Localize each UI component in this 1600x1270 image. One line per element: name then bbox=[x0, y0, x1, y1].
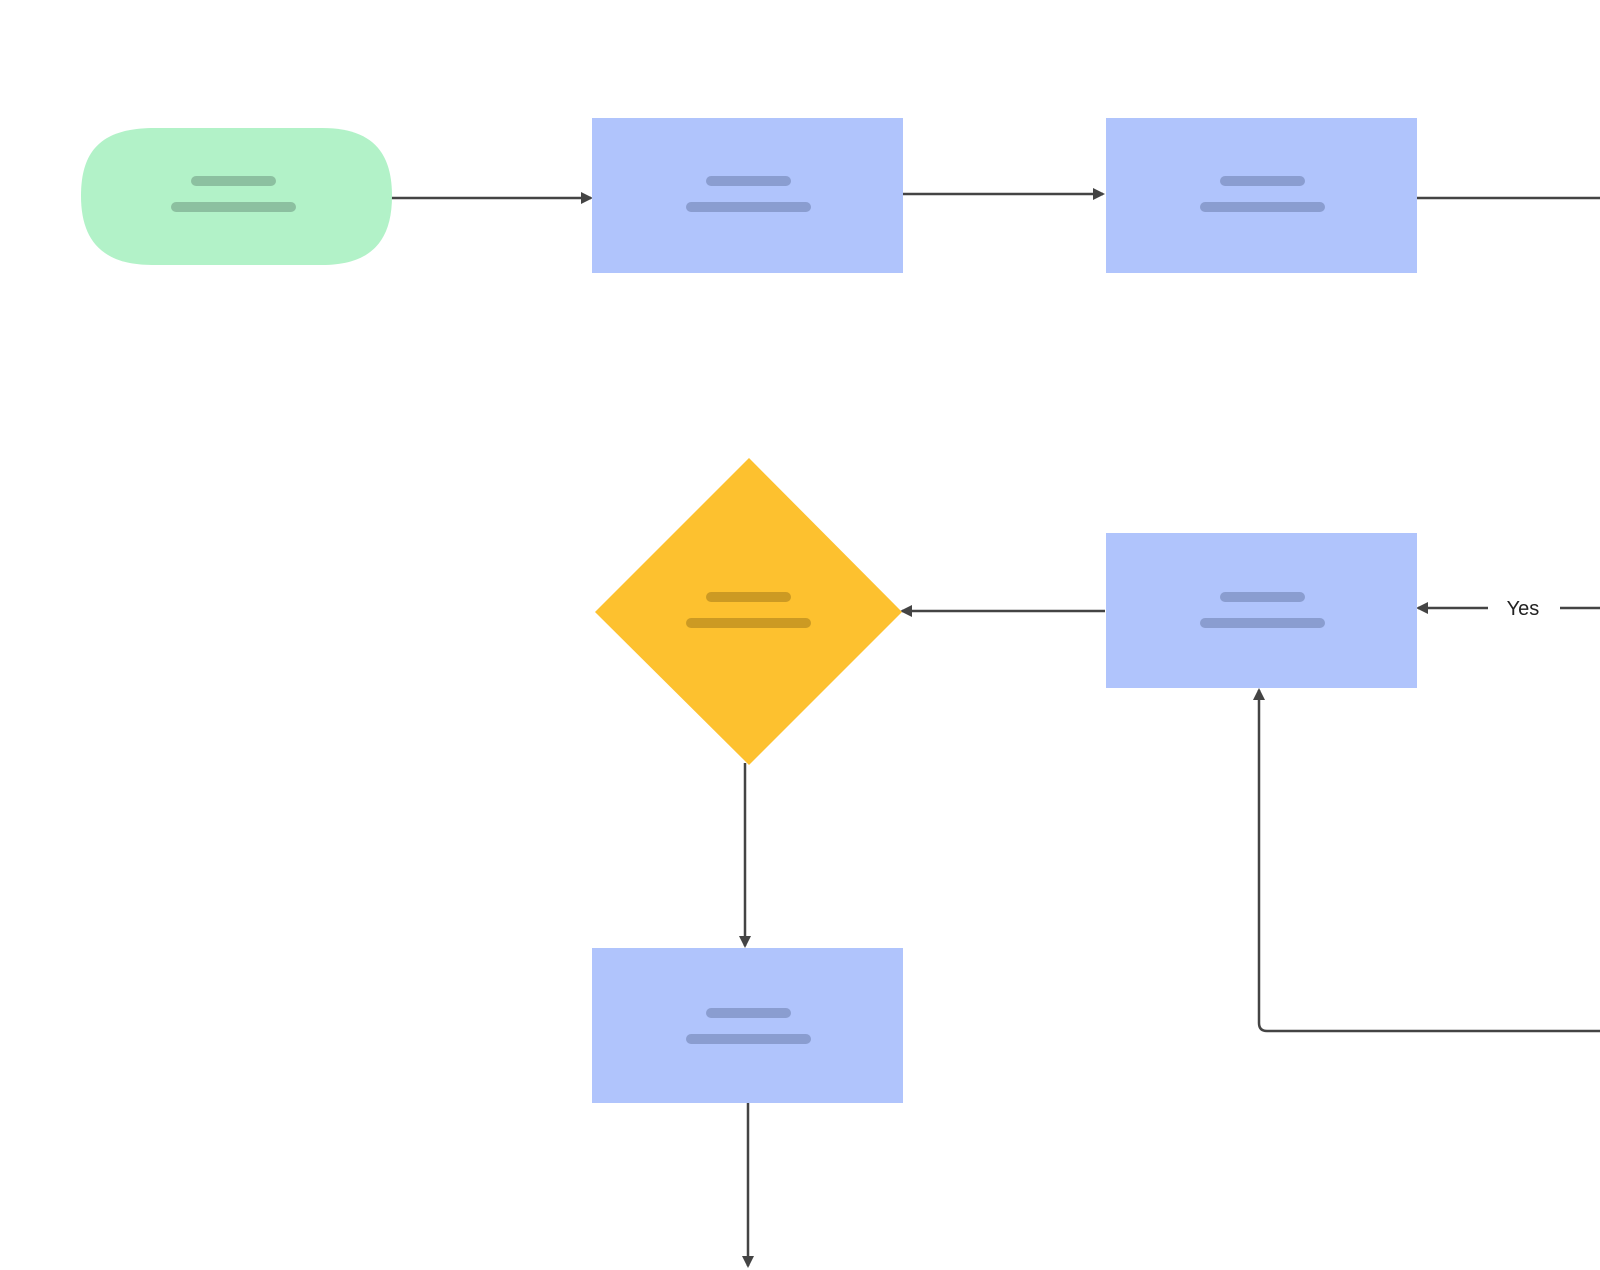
process-shape bbox=[1106, 533, 1417, 688]
text-placeholder-line-1 bbox=[1220, 592, 1305, 602]
node-decision-1[interactable] bbox=[595, 458, 902, 765]
terminator-shape bbox=[81, 128, 392, 265]
edge-label-group: Yes bbox=[1488, 592, 1560, 624]
process-shape bbox=[592, 118, 903, 273]
node-process-4[interactable] bbox=[592, 948, 903, 1103]
decision-shape bbox=[595, 458, 902, 765]
process-shape bbox=[592, 948, 903, 1103]
text-placeholder-line-1 bbox=[706, 176, 791, 186]
text-placeholder-line-1 bbox=[191, 176, 276, 186]
process-shape bbox=[1106, 118, 1417, 273]
text-placeholder-line-2 bbox=[686, 1034, 811, 1044]
text-placeholder-line-2 bbox=[171, 202, 296, 212]
connector-loop-to-process-3[interactable] bbox=[1253, 688, 1600, 1033]
text-placeholder-line-2 bbox=[1200, 618, 1325, 628]
node-process-1[interactable] bbox=[592, 118, 903, 273]
text-placeholder-line-1 bbox=[706, 592, 791, 602]
text-placeholder-line-2 bbox=[686, 202, 811, 212]
edge-label-background bbox=[1488, 592, 1560, 624]
node-process-3[interactable] bbox=[1106, 533, 1417, 688]
text-placeholder-line-2 bbox=[686, 618, 811, 628]
text-placeholder-line-1 bbox=[1220, 176, 1305, 186]
text-placeholder-line-2 bbox=[1200, 202, 1325, 212]
edge-label-yes: Yes bbox=[1507, 598, 1540, 620]
node-start[interactable] bbox=[81, 128, 392, 265]
node-process-2[interactable] bbox=[1106, 118, 1417, 273]
connectors bbox=[390, 188, 1600, 1268]
text-placeholder-line-1 bbox=[706, 1008, 791, 1018]
